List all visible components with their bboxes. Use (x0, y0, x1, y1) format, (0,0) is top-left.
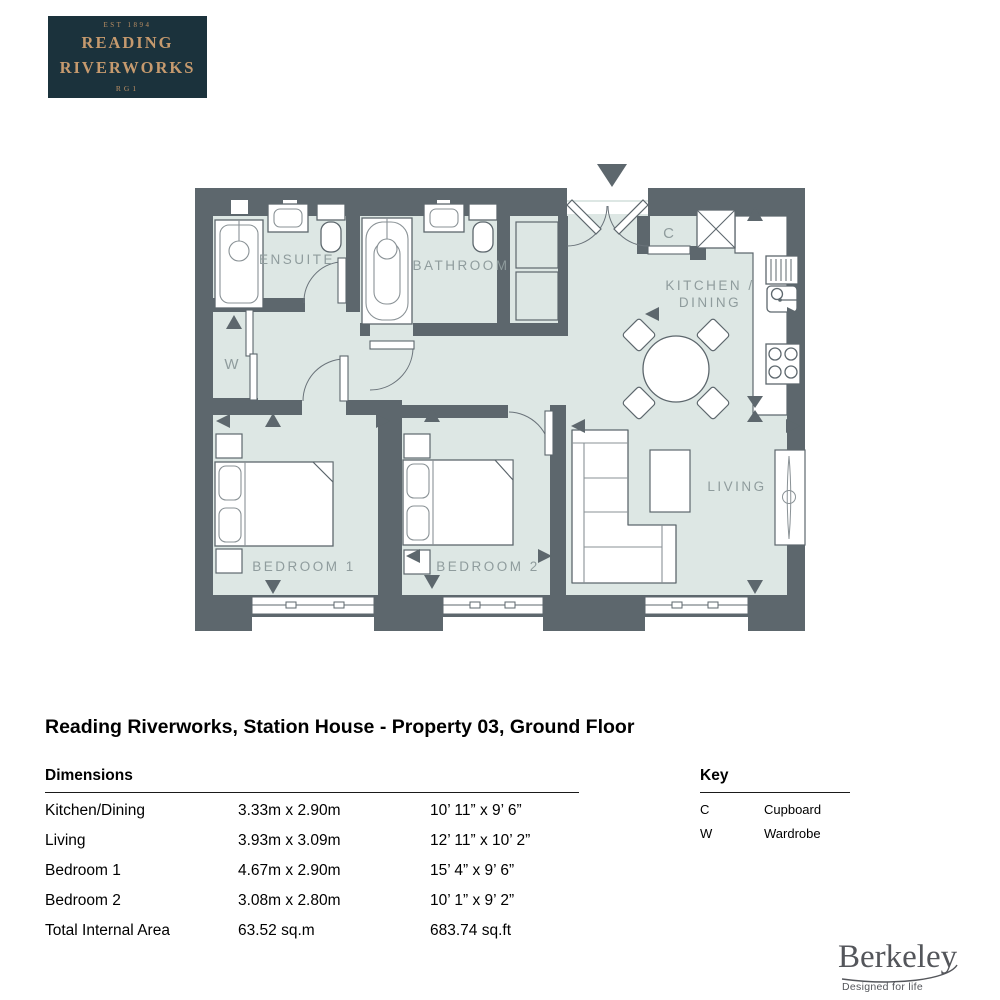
entrance-arrow-icon (597, 164, 627, 187)
room-labels: ENSUITE BATHROOM KITCHEN / DINING LIVING… (224, 225, 766, 574)
kitchen-sink-icon (765, 255, 800, 313)
berkeley-logo: Berkeley Designed for life (838, 939, 958, 993)
ensuite-basin-icon (267, 203, 309, 233)
key-heading: Key (700, 767, 850, 793)
hob-icon (765, 343, 801, 385)
logo-established: EST 1894 (103, 21, 152, 30)
key-row: C Cupboard (700, 797, 850, 821)
key-symbol: C (700, 801, 710, 817)
room-label-living: LIVING (707, 479, 766, 494)
dimensions-heading: Dimensions (45, 767, 579, 793)
ensuite-door-icon (303, 257, 347, 304)
room-label-bedroom1: BEDROOM 1 (252, 559, 356, 574)
table-row: Kitchen/Dining 3.33m x 2.90m 10’ 11” x 9… (45, 796, 579, 826)
room-label-ensuite: ENSUITE (259, 252, 335, 267)
bed2-icon (402, 433, 514, 575)
metric-size: 4.67m x 2.90m (238, 862, 341, 879)
key-label: Cupboard (764, 801, 822, 817)
key-symbol: W (700, 825, 713, 841)
wardrobe-symbol: W (224, 356, 239, 373)
bath-icon (361, 217, 413, 325)
logo-postcode: RG1 (115, 83, 140, 93)
key-row: W Wardrobe (700, 821, 850, 845)
room-name: Kitchen/Dining (45, 802, 145, 819)
key-label: Wardrobe (764, 825, 821, 841)
metric-size: 3.93m x 3.09m (238, 832, 341, 849)
sofa-icon (571, 429, 677, 584)
metric-size: 3.08m x 2.80m (238, 892, 341, 909)
bathroom-toilet-icon (468, 203, 498, 253)
entrance-doors-icon (566, 199, 649, 247)
logo-name-line1: READING (81, 33, 174, 53)
imperial-size: 10’ 1” x 9’ 2” (430, 892, 515, 909)
room-label-bedroom2: BEDROOM 2 (436, 559, 540, 574)
brand-swoosh-icon (841, 964, 958, 983)
metric-size: 3.33m x 2.90m (238, 802, 341, 819)
living-window-icon (644, 596, 749, 615)
plan-key: Key C Cupboard W Wardrobe (700, 767, 850, 845)
brand-name: Berkeley (838, 939, 958, 975)
metric-size: 63.52 sq.m (238, 922, 315, 939)
table-row: Living 3.93m x 3.09m 12’ 11” x 10’ 2” (45, 826, 579, 856)
room-label-bathroom: BATHROOM (413, 258, 510, 273)
dining-table-icon (622, 318, 730, 420)
radiator-unit-icon (774, 449, 806, 546)
room-name: Living (45, 832, 86, 849)
imperial-size: 683.74 sq.ft (430, 922, 512, 939)
imperial-size: 15’ 4” x 9’ 6” (430, 862, 515, 879)
bathroom-door-icon (369, 340, 415, 391)
bedroom2-door-icon (508, 410, 554, 456)
room-name: Bedroom 1 (45, 862, 121, 879)
logo-name-line2: RIVERWORKS (59, 57, 196, 77)
cupboard-symbol: C (663, 225, 675, 242)
bedroom1-door-icon (302, 355, 349, 402)
dimensions-table: Dimensions Kitchen/Dining 3.33m x 2.90m … (45, 767, 579, 946)
imperial-size: 12’ 11” x 10’ 2” (430, 832, 531, 849)
cupboard-door-icon (647, 245, 691, 255)
wardrobe-doors-icon (245, 309, 258, 401)
storage-shelves-icon (515, 221, 559, 321)
room-name: Total Internal Area (45, 922, 170, 939)
room-label-kitchen-line2: DINING (679, 295, 741, 310)
table-row: Bedroom 1 4.67m x 2.90m 15’ 4” x 9’ 6” (45, 856, 579, 886)
development-logo: EST 1894 READING RIVERWORKS RG1 (48, 16, 207, 98)
room-label-kitchen-line1: KITCHEN / (665, 278, 754, 293)
table-row: Total Internal Area 63.52 sq.m 683.74 sq… (45, 916, 579, 946)
brand-tagline: Designed for life (842, 981, 923, 993)
dimension-markers (216, 164, 801, 594)
table-row: Bedroom 2 3.08m x 2.80m 10’ 1” x 9’ 2” (45, 886, 579, 916)
bathroom-basin-icon (423, 203, 465, 233)
bedroom2-window-icon (442, 596, 544, 615)
ensuite-toilet-icon (316, 203, 346, 253)
bedroom1-window-icon (251, 596, 375, 615)
page-title: Reading Riverworks, Station House - Prop… (45, 716, 635, 738)
room-name: Bedroom 2 (45, 892, 121, 909)
imperial-size: 10’ 11” x 9’ 6” (430, 802, 522, 819)
windows (251, 596, 749, 615)
coffee-table-icon (649, 449, 691, 513)
floor-plan: ENSUITE BATHROOM KITCHEN / DINING LIVING… (195, 164, 806, 631)
shower-icon (214, 219, 264, 309)
bed1-icon (214, 433, 334, 574)
